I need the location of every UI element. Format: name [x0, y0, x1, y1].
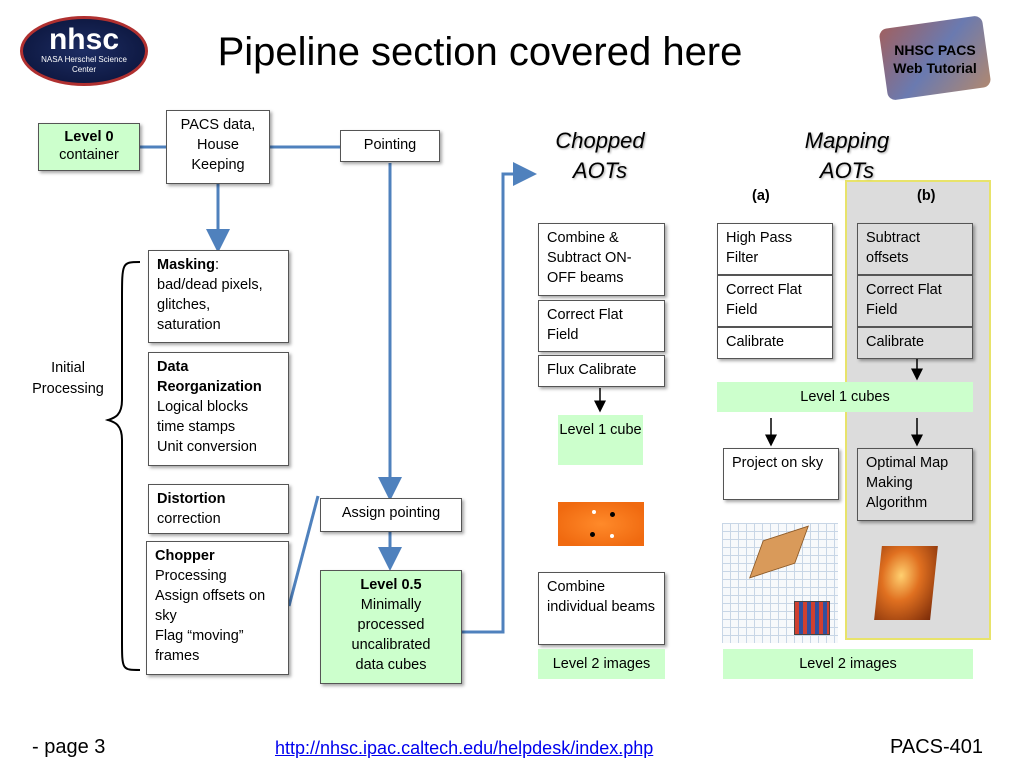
mapping-correct-flat-b-box: Correct Flat Field [857, 275, 973, 327]
chopped-level2-box: Level 2 images [538, 649, 665, 679]
page-number: - page 3 [32, 736, 106, 758]
project-on-sky-box: Project on sky [723, 448, 839, 500]
column-a-label: (a) [752, 188, 770, 204]
nhsc-logo: nhsc NASA Herschel Science Center [20, 16, 148, 86]
flux-calibrate-box: Flux Calibrate [538, 355, 665, 387]
pacs-data-box: PACS data, House Keeping [166, 110, 270, 184]
mapping-level2-bar: Level 2 images [723, 649, 973, 679]
distortion-box: Distortion correction [148, 484, 289, 534]
level1-cubes-bar: Level 1 cubes [717, 382, 973, 412]
chopped-correct-flat-box: Correct Flat Field [538, 300, 665, 352]
optimal-map-making-box: Optimal Map Making Algorithm [857, 448, 973, 521]
chopper-box: Chopper Processing Assign offsets on sky… [146, 541, 289, 675]
level0-container-box: Level 0 container [38, 123, 140, 171]
level1-cube-box: Level 1 cube [558, 415, 643, 465]
level05-box: Level 0.5 Minimally processed uncalibrat… [320, 570, 462, 684]
chopped-beam-image [558, 502, 644, 546]
helpdesk-link[interactable]: http://nhsc.ipac.caltech.edu/helpdesk/in… [275, 738, 654, 758]
calibrate-a-box: Calibrate [717, 327, 833, 359]
pointing-box: Pointing [340, 130, 440, 162]
combine-subtract-box: Combine & Subtract ON-OFF beams [538, 223, 665, 296]
column-b-label: (b) [917, 188, 936, 204]
calibrate-b-box: Calibrate [857, 327, 973, 359]
projection-diagram-image [722, 523, 838, 643]
combine-beams-box: Combine individual beams [538, 572, 665, 645]
map-image [874, 546, 938, 620]
chopped-aots-title: Chopped AOTs [555, 128, 645, 183]
high-pass-filter-box: High Pass Filter [717, 223, 833, 275]
web-tutorial-logo: NHSC PACS Web Tutorial [875, 15, 995, 101]
page-title: Pipeline section covered here [217, 30, 743, 74]
assign-pointing-box: Assign pointing [320, 498, 462, 532]
masking-box: Masking: bad/dead pixels, glitches, satu… [148, 250, 289, 343]
initial-processing-brace [104, 261, 141, 671]
course-code: PACS-401 [890, 736, 984, 758]
data-reorganization-box: Data Reorganization Logical blocks time … [148, 352, 289, 466]
mapping-correct-flat-a-box: Correct Flat Field [717, 275, 833, 327]
initial-processing-label: Initial Processing [32, 360, 104, 397]
mapping-aots-title: Mapping AOTs [804, 128, 890, 183]
subtract-offsets-box: Subtract offsets [857, 223, 973, 275]
